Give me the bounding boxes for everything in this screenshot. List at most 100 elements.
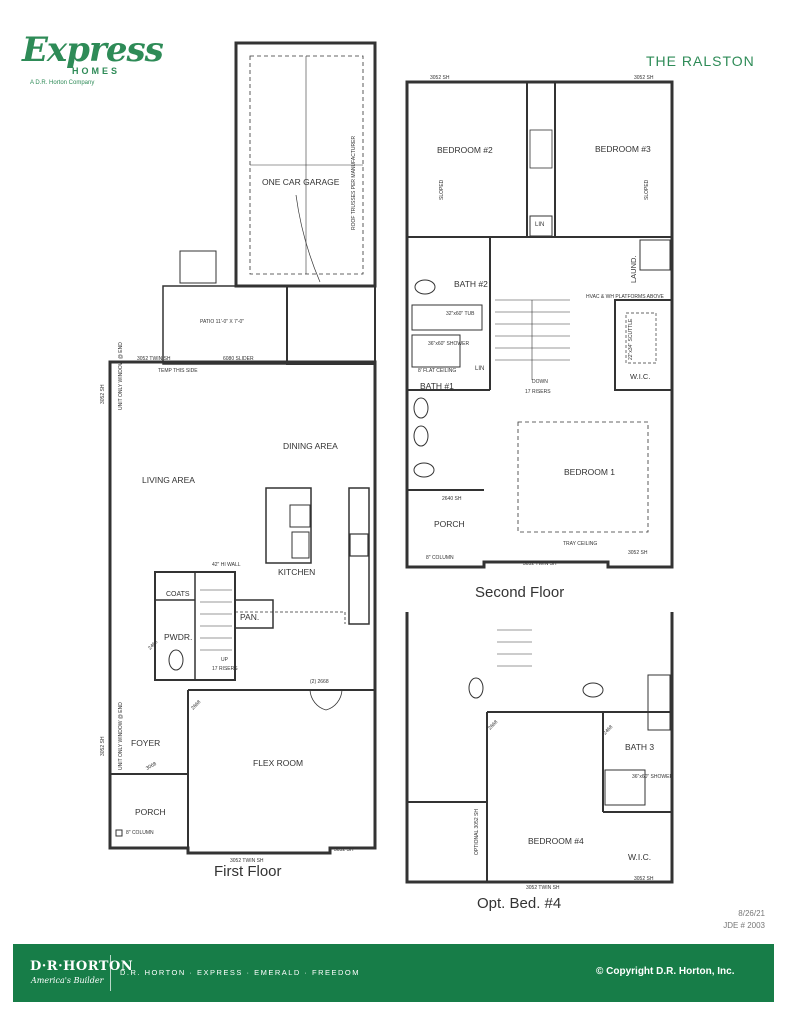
sloped-bed3: SLOPED <box>644 179 650 200</box>
lin-label: LIN <box>535 222 544 228</box>
optional-window-note: OPTIONAL 3052 SH <box>474 809 480 855</box>
slider-note: 6080 SLIDER <box>223 356 254 362</box>
express-subline: A D.R. Horton Company <box>30 80 95 86</box>
footer-divider <box>110 955 111 991</box>
door-3068-note: 3068 <box>145 761 158 772</box>
scuttle-note: 22"x34" SCUTTLE <box>628 318 634 360</box>
bath1-toilet <box>413 462 435 478</box>
opt-sh-note: 3052 SH <box>634 876 654 882</box>
risers-note: 17 RISERS <box>212 666 238 672</box>
bath1-label: BATH #1 <box>420 381 454 391</box>
laundry-units <box>639 239 671 271</box>
opt-bed4-caption: Opt. Bed. #4 <box>477 895 561 912</box>
porch-label: PORCH <box>135 807 166 817</box>
lin-closet <box>529 215 553 237</box>
bath1-sink-1 <box>413 397 429 419</box>
bed1-window: 3052 TWIN SH <box>523 561 557 567</box>
bed2-window: 3052 SH <box>430 75 450 81</box>
express-logo: Express <box>22 30 164 70</box>
garage-label: ONE CAR GARAGE <box>262 177 340 187</box>
living-label: LIVING AREA <box>142 475 195 485</box>
opt-bed4-labels: BATH 3 36"x60" SHOWER BEDROOM #4 W.I.C. … <box>474 719 673 891</box>
hvac-note: HVAC & WH PLATFORMS ABOVE <box>586 294 665 300</box>
bath2-toilet <box>414 279 436 295</box>
model-name: THE RALSTON <box>646 53 755 69</box>
footer-bar <box>13 944 774 1002</box>
first-floor-labels: ONE CAR GARAGE ROOF TRUSSES PER MANUFACT… <box>100 136 357 864</box>
bed3-window: 3052 SH <box>634 75 654 81</box>
flat-ceiling-note: 8' FLAT CEILING <box>418 368 456 374</box>
garage-door-swing <box>295 194 321 283</box>
dining-label: DINING AREA <box>283 441 338 451</box>
sloped-bed2: SLOPED <box>439 179 445 200</box>
porch-column <box>115 829 123 837</box>
bath3-label: BATH 3 <box>625 742 654 752</box>
bath2-label: BATH #2 <box>454 279 488 289</box>
scuttle <box>625 312 657 364</box>
tub-note: 32"x60" TUB <box>446 311 475 317</box>
counter-right <box>348 487 370 625</box>
second-stair-treads <box>495 299 570 380</box>
unit-window-top: UNIT ONLY WINDOW @ END <box>118 342 124 410</box>
shower3-note: 36"x60" SHOWER <box>632 774 673 780</box>
double-door-note: (2) 2668 <box>310 679 329 685</box>
tray-note: TRAY CEILING <box>563 541 597 547</box>
bed3-label: BEDROOM #3 <box>595 144 651 154</box>
first-stair-treads <box>200 589 232 651</box>
risers-2-note: 17 RISERS <box>525 389 551 395</box>
dr-horton-logo: D·R·HORTON <box>30 959 134 974</box>
door-2468-note: 2468 <box>147 639 159 651</box>
shower-3 <box>604 769 646 806</box>
powder-toilet <box>168 649 184 671</box>
opt-stair-treads <box>497 629 532 667</box>
second-floor-caption: Second Floor <box>475 584 564 601</box>
lin2-label: LIN <box>475 366 484 372</box>
wic-label: W.I.C. <box>630 372 650 381</box>
window-top-note: 3052 TWIN SH <box>137 356 171 362</box>
up-note: UP <box>221 657 229 663</box>
first-floor-caption: First Floor <box>214 863 282 880</box>
opt-door-2668: 2668 <box>487 719 499 731</box>
window-bottom-note: 3052 TWIN SH <box>230 858 264 864</box>
hall-linen <box>529 129 553 169</box>
down-note: DOWN <box>532 379 548 385</box>
temp-note: TEMP THIS SIDE <box>158 368 198 374</box>
optional-bed4-plan <box>405 612 674 884</box>
copyright-text: © Copyright D.R. Horton, Inc. <box>596 966 735 977</box>
powder-label: PWDR. <box>164 632 192 642</box>
ac-pad <box>179 250 217 284</box>
shower-note: 36"x60" SHOWER <box>428 341 469 347</box>
first-floor-plan <box>108 41 377 855</box>
first-floor-outline <box>108 360 377 855</box>
opt-door-2468: 2468 <box>602 724 614 736</box>
opt-outline <box>405 612 674 884</box>
range <box>349 533 369 557</box>
column2-note: 8" COLUMN <box>426 555 454 561</box>
patio-outline <box>162 285 288 365</box>
sh-bottom-note: 3052 SH <box>334 847 354 853</box>
dr-horton-tagline: America's Builder <box>31 976 104 985</box>
opt-toilet-2 <box>582 682 604 698</box>
kitchen-label: KITCHEN <box>278 567 315 577</box>
opt-toilet-1 <box>468 677 484 699</box>
patio-label: PATIO 11'-0" X 7'-0" <box>200 319 244 325</box>
pantry-label: PAN. <box>240 612 259 622</box>
trusses-note: ROOF TRUSSES PER MANUFACTURER <box>351 136 357 230</box>
kitchen-sink <box>291 531 310 559</box>
left-sh-bottom: 3052 SH <box>100 736 106 756</box>
second-floor-plan <box>405 80 674 569</box>
shower-1 <box>411 334 461 368</box>
tub <box>411 304 483 331</box>
coats-label: COATS <box>166 591 190 598</box>
flex-double-door <box>309 689 343 711</box>
bath1-sink-2 <box>413 425 429 447</box>
wic-walls <box>614 299 673 391</box>
bath3-vanity <box>647 674 671 731</box>
kitchen-island <box>265 487 312 564</box>
utility-room <box>286 285 376 365</box>
second-floor-outline <box>405 80 674 569</box>
porch-sh-note: 2640 SH <box>442 496 462 502</box>
flex-label: FLEX ROOM <box>253 758 303 768</box>
column-note: 8" COLUMN <box>126 830 154 836</box>
